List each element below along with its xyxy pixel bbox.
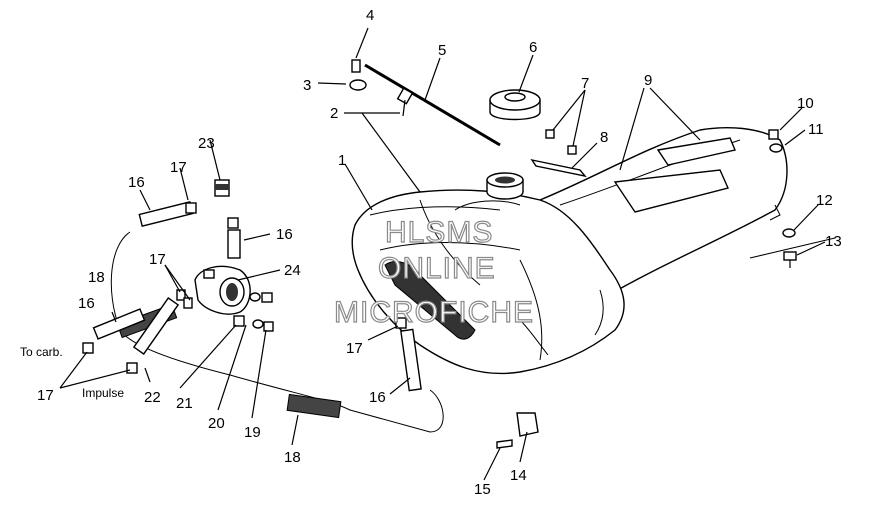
callout-labels: 1 2 3 4 5 6 7 8 9 10 11 12 13 14 15 16 1… <box>20 7 842 498</box>
callout-21: 21 <box>176 395 193 412</box>
callout-15: 15 <box>474 481 491 498</box>
callout-16-bottom: 16 <box>369 389 386 406</box>
callout-17-valve: 17 <box>149 251 166 268</box>
callout-5: 5 <box>438 42 446 59</box>
callout-9: 9 <box>644 72 652 89</box>
callout-12: 12 <box>816 192 833 209</box>
svg-text:ONLINE: ONLINE <box>378 252 496 285</box>
impulse-note: Impulse <box>82 386 124 400</box>
callout-16-mid: 16 <box>276 226 293 243</box>
callout-6: 6 <box>529 39 537 56</box>
callout-17-lower: 17 <box>37 387 54 404</box>
leader-lines <box>59 27 826 481</box>
callout-8: 8 <box>600 129 608 146</box>
callout-24: 24 <box>284 262 301 279</box>
callout-10: 10 <box>797 95 814 112</box>
callout-14: 14 <box>510 467 527 484</box>
to-carb-note: To carb. <box>20 345 63 359</box>
clamps <box>82 202 407 374</box>
vent-line <box>364 63 501 147</box>
bracket-and-bolts <box>530 129 587 178</box>
callout-19: 19 <box>244 424 261 441</box>
callout-16-left: 16 <box>78 295 95 312</box>
callout-3: 3 <box>303 77 311 94</box>
svg-text:MICROFICHE: MICROFICHE <box>334 296 534 329</box>
callout-2: 2 <box>330 105 338 122</box>
callout-22: 22 <box>144 389 161 406</box>
seat-hardware <box>749 129 836 268</box>
vent-valve <box>349 59 367 91</box>
callout-4: 4 <box>366 7 374 24</box>
callout-11: 11 <box>808 121 824 138</box>
fuel-lines <box>92 201 444 433</box>
filler-neck <box>486 172 524 200</box>
callout-17-top: 17 <box>170 159 187 176</box>
callout-16-top: 16 <box>128 174 145 191</box>
svg-text:HLSMS: HLSMS <box>385 216 493 249</box>
callout-1: 1 <box>338 152 346 169</box>
callout-20: 20 <box>208 415 225 432</box>
callout-13: 13 <box>825 233 842 250</box>
fuel-tank <box>351 189 625 375</box>
callout-17-tank: 17 <box>346 340 363 357</box>
callout-18-left: 18 <box>88 269 105 286</box>
watermark: HLSMS ONLINE MICROFICHE <box>333 215 534 329</box>
fuel-cap <box>489 89 541 121</box>
callout-7: 7 <box>581 75 589 92</box>
callout-18-bottom: 18 <box>284 449 301 466</box>
fuel-valve <box>194 179 274 332</box>
callout-23: 23 <box>198 135 215 152</box>
clip <box>496 412 539 449</box>
